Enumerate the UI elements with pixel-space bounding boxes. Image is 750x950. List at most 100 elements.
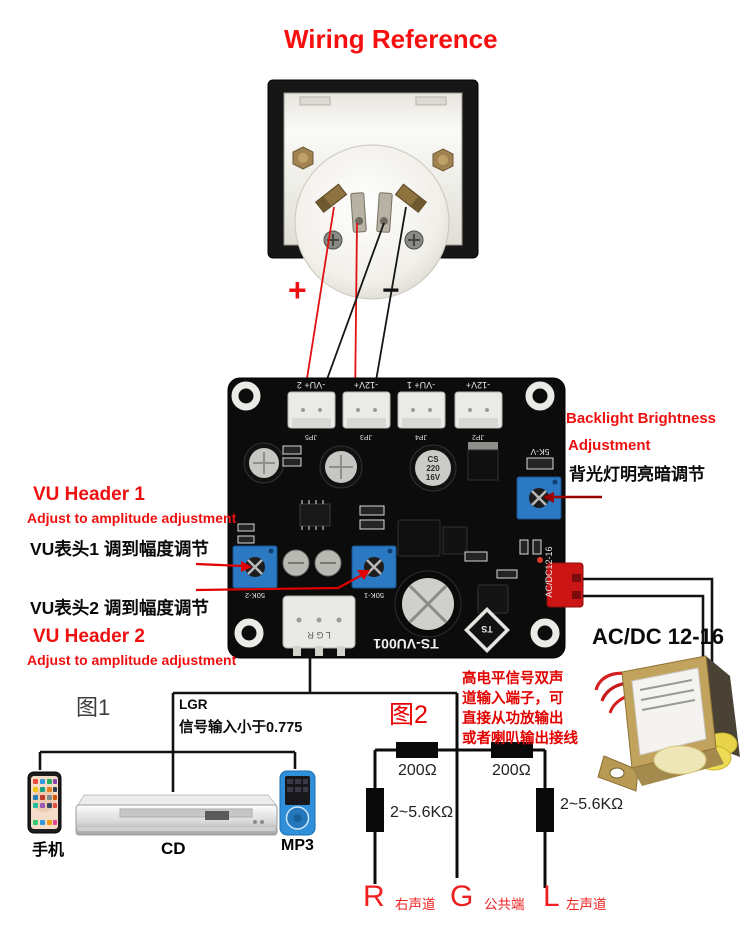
resistor-200-left (396, 742, 438, 758)
highlevel-input-note: 高电平信号双声 道输入端子，可 直接从功放输出 或者喇叭输出接线 (462, 669, 578, 749)
transformer-photo (594, 655, 740, 792)
backlight-note-cn: 背光灯明亮暗调节 (569, 465, 705, 484)
minus-polarity-label: − (382, 274, 400, 307)
vu-header2-cn: VU表头2 调到幅度调节 (30, 598, 209, 618)
silk-jp-ref: JP5 (305, 433, 317, 440)
phone-label: 手机 (32, 842, 65, 859)
mounting-nut-left (292, 146, 314, 170)
pcb-board-photo: -VU+ 2 -12V+ -VU+ 1 -12V+ JP5 JP3 JP4 JP… (227, 377, 584, 659)
capacitor-cs220: CS 220 16V (409, 444, 457, 492)
transformer-label (631, 667, 707, 756)
ac-input-connector (546, 562, 584, 608)
capacitor (243, 442, 285, 484)
silk-jp-ref: JP2 (472, 433, 484, 440)
vu-header1-cn: VU表头1 调到幅度调节 (30, 539, 209, 559)
vu-header-jp5 (287, 391, 336, 429)
shunt-resistor-value-left: 2~5.6KΩ (390, 804, 454, 821)
highlevel-note-line: 高电平信号双声 (462, 671, 564, 687)
backlight-header-jp2 (454, 391, 503, 429)
highlevel-note-line: 直接从功放输出 (462, 711, 564, 727)
resistor-shunt-left (366, 788, 384, 832)
series-resistor-value-right: 200Ω (492, 762, 531, 779)
lgr-output-connector (282, 595, 356, 656)
silk-5kv: 5K-V (530, 447, 549, 457)
terminal-name-l: 左声道 (566, 897, 607, 912)
silk-jp-ref: JP3 (360, 433, 372, 440)
cap-text: 16V (426, 473, 441, 482)
pcb-hole (234, 618, 264, 648)
pcb-hole (231, 381, 261, 411)
vu-header1-subtitle: Adjust to amplitude adjustment (27, 510, 237, 526)
large-capacitor (394, 570, 462, 638)
terminal-name-r: 右声道 (395, 897, 436, 912)
silk-50k2: 50K-2 (245, 591, 265, 600)
meter-cylinder (294, 144, 450, 300)
silk-acdc: AC/DC12-16 (544, 546, 554, 597)
signal-level-note: 信号输入小于0.775 (179, 720, 303, 736)
mounting-nut-right (432, 148, 454, 172)
terminal-name-g: 公共端 (484, 897, 525, 912)
phone-photo (27, 771, 62, 834)
backlight-note-en-line1: Backlight Brightness (566, 410, 717, 427)
silk-header-label: -12V+ (466, 380, 490, 390)
cap-text: CS (427, 455, 439, 464)
pcb-hole (525, 381, 555, 411)
transformer-winding-front (653, 745, 707, 775)
capacitor (319, 445, 363, 489)
figure2-label: 图2 (389, 701, 428, 729)
terminal-letter-r: R (363, 880, 385, 913)
page-title: Wiring Reference (284, 24, 498, 54)
capacitor-small (282, 549, 342, 577)
figure1-lines (38, 652, 457, 792)
figure1-label: 图1 (76, 695, 111, 720)
vu-header1-title: VU Header 1 (33, 484, 145, 505)
shunt-resistor-value-right: 2~5.6KΩ (560, 796, 624, 813)
silk-header-label: -12V+ (354, 380, 378, 390)
silk-lgr: L G R (307, 630, 331, 640)
resistor-shunt-right (536, 788, 554, 832)
trimmer-50k1 (351, 545, 397, 589)
mp3-player-photo (279, 770, 316, 836)
regulator (397, 519, 468, 557)
bracket-hole (609, 767, 625, 779)
cd-player-photo (75, 794, 278, 836)
acdc-title: AC/DC 12-16 (592, 624, 725, 649)
ts-logo: TS (464, 607, 510, 653)
led1 (537, 557, 543, 563)
meter-terminal-tab-right (376, 192, 393, 233)
phone-app-icons (33, 779, 57, 825)
wire-red-plus-1 (302, 206, 335, 405)
mp3-label: MP3 (281, 837, 314, 854)
wire-black-minus-2 (371, 206, 407, 405)
highlevel-note-line: 道输入端子，可 (462, 691, 564, 707)
transistor (467, 442, 499, 481)
meter-terminal-lug-minus (394, 183, 428, 214)
figure2-network (366, 693, 554, 888)
meter-wires (302, 206, 407, 405)
wire-red-plus-2 (354, 222, 358, 405)
silk-header-label: -VU+ 2 (297, 380, 325, 390)
cd-label: CD (161, 839, 186, 858)
vu-header-jp3 (342, 391, 391, 429)
trimmer-backlight (516, 476, 562, 520)
vu-header-jp4 (397, 391, 446, 429)
ic-chip (299, 500, 331, 530)
silk-jp-ref: JP4 (415, 433, 427, 440)
annotation-arrows (195, 492, 602, 592)
pcb-hole (530, 618, 560, 648)
backlight-note-en-line2: Adjustment (568, 437, 651, 454)
vu-header2-subtitle: Adjust to amplitude adjustment (27, 652, 237, 668)
vu-header2-title: VU Header 2 (33, 626, 145, 647)
vu-meter-photo (267, 79, 479, 300)
input-channels-label: LGR (179, 697, 208, 712)
vu2-pointer-line (195, 574, 363, 592)
highlevel-note-line: 或者喇叭输出接线 (462, 731, 578, 747)
transformer-label-lines (639, 679, 696, 711)
bridge-rectifier (477, 584, 509, 614)
transformer-wires (583, 577, 714, 684)
terminal-letter-l: L (543, 880, 560, 913)
smd-resistors (237, 445, 554, 579)
pcb-substrate (227, 377, 566, 659)
